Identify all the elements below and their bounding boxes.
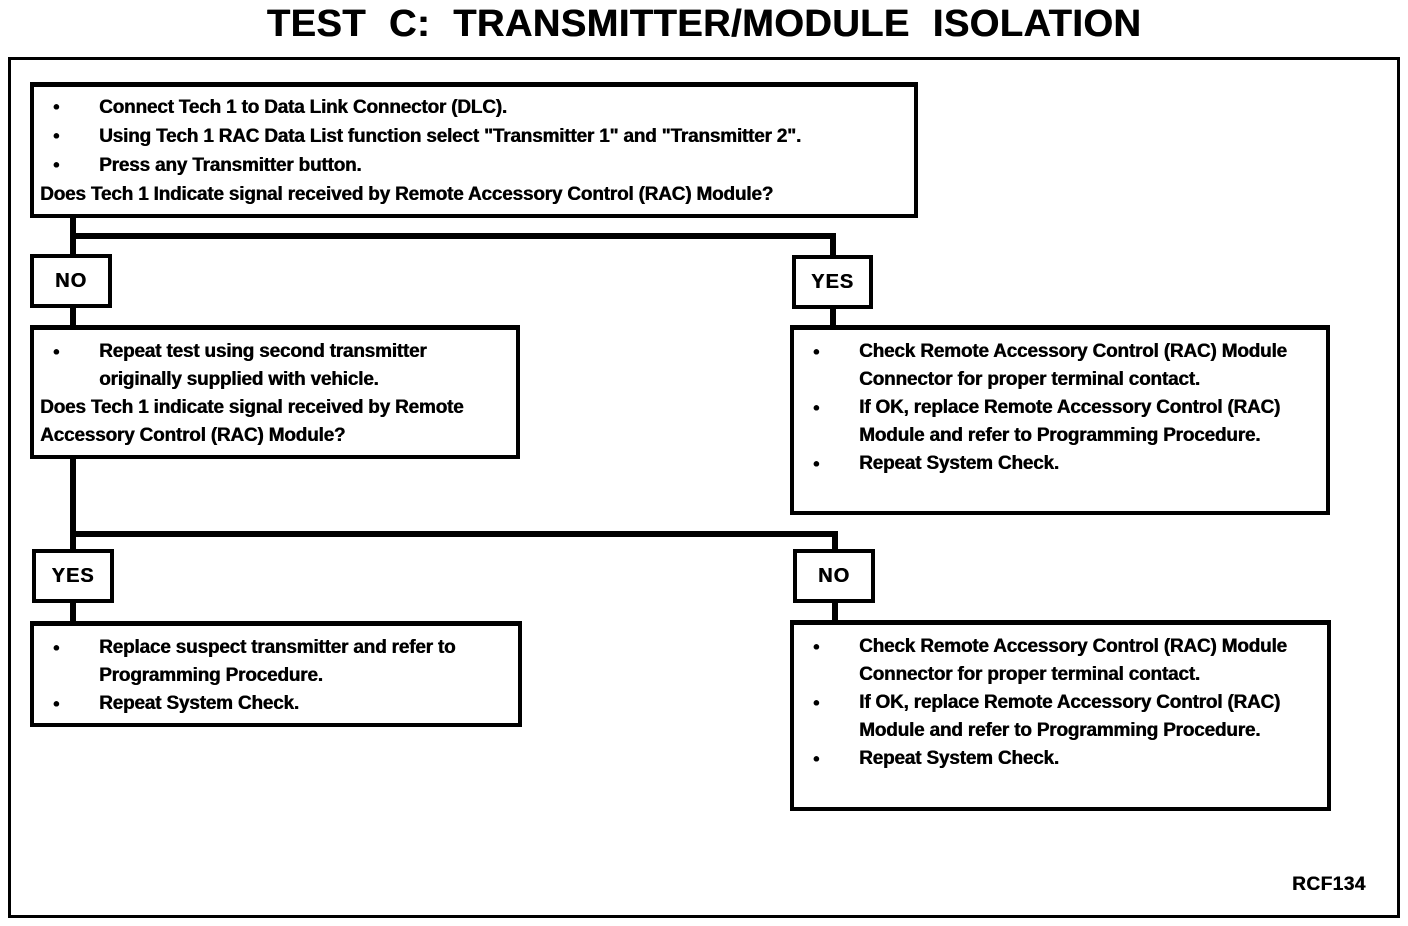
bullet-text: Repeat test using second transmitter ori… bbox=[99, 341, 427, 390]
connector-branch1-yes-down bbox=[830, 233, 836, 259]
bullet-text: Repeat System Check. bbox=[859, 748, 1059, 769]
bullet-item: Repeat System Check. bbox=[798, 745, 1307, 773]
bullet-item: Replace suspect transmitter and refer to… bbox=[38, 634, 508, 690]
decision-yes-1-label: YES bbox=[810, 270, 855, 293]
bullet-text: If OK, replace Remote Accessory Control … bbox=[859, 692, 1281, 741]
page-title: TEST C: TRANSMITTER/MODULE ISOLATION bbox=[266, 3, 1142, 45]
bullet-text: Check Remote Accessory Control (RAC) Mod… bbox=[859, 341, 1287, 390]
decision-no-2: NO bbox=[793, 549, 875, 603]
decision-no-2-label: NO bbox=[818, 564, 850, 587]
bullet-text: Replace suspect transmitter and refer to… bbox=[99, 637, 456, 686]
rac-check-yes-box: Check Remote Accessory Control (RAC) Mod… bbox=[790, 325, 1330, 515]
bullet-item: If OK, replace Remote Accessory Control … bbox=[798, 394, 1306, 450]
bullet-item: Using Tech 1 RAC Data List function sele… bbox=[38, 122, 912, 151]
bullet-text: Check Remote Accessory Control (RAC) Mod… bbox=[859, 636, 1287, 685]
repeat-test-bullets: Repeat test using second transmitter ori… bbox=[38, 338, 506, 394]
figure-code: RCF134 bbox=[1292, 874, 1366, 895]
decision-no-1: NO bbox=[30, 254, 112, 308]
start-box: Connect Tech 1 to Data Link Connector (D… bbox=[30, 82, 918, 218]
connector-branch2-horizontal bbox=[70, 531, 838, 537]
replace-transmitter-box: Replace suspect transmitter and refer to… bbox=[30, 621, 522, 727]
connector-no2-to-box bbox=[832, 600, 838, 623]
start-question: Does Tech 1 Indicate signal received by … bbox=[40, 184, 773, 205]
decision-no-1-label: NO bbox=[55, 269, 87, 292]
flowchart-frame bbox=[8, 57, 1400, 918]
connector-yes2-to-box bbox=[70, 600, 76, 624]
repeat-test-question: Does Tech 1 indicate signal received by … bbox=[40, 397, 464, 446]
rac-check-no-box: Check Remote Accessory Control (RAC) Mod… bbox=[790, 620, 1331, 811]
bullet-item: If OK, replace Remote Accessory Control … bbox=[798, 689, 1307, 745]
bullet-text: Connect Tech 1 to Data Link Connector (D… bbox=[99, 97, 507, 118]
bullet-text: Press any Transmitter button. bbox=[99, 155, 362, 176]
bullet-item: Press any Transmitter button. bbox=[38, 151, 912, 180]
bullet-text: If OK, replace Remote Accessory Control … bbox=[859, 397, 1281, 446]
rac-check-no-bullets: Check Remote Accessory Control (RAC) Mod… bbox=[798, 633, 1307, 773]
start-bullets: Connect Tech 1 to Data Link Connector (D… bbox=[38, 93, 912, 180]
bullet-text: Repeat System Check. bbox=[859, 453, 1059, 474]
bullet-item: Connect Tech 1 to Data Link Connector (D… bbox=[38, 93, 912, 122]
connector-repeat-test-down bbox=[70, 457, 76, 552]
bullet-item: Repeat System Check. bbox=[38, 690, 508, 718]
bullet-item: Check Remote Accessory Control (RAC) Mod… bbox=[798, 633, 1307, 689]
bullet-text: Using Tech 1 RAC Data List function sele… bbox=[99, 126, 801, 147]
decision-yes-2-label: YES bbox=[51, 564, 95, 587]
rac-check-yes-bullets: Check Remote Accessory Control (RAC) Mod… bbox=[798, 338, 1306, 478]
bullet-item: Repeat System Check. bbox=[798, 450, 1306, 478]
bullet-item: Check Remote Accessory Control (RAC) Mod… bbox=[798, 338, 1306, 394]
replace-transmitter-bullets: Replace suspect transmitter and refer to… bbox=[38, 634, 508, 718]
connector-branch1-horizontal bbox=[70, 233, 836, 239]
repeat-test-box: Repeat test using second transmitter ori… bbox=[30, 325, 520, 459]
decision-yes-2: YES bbox=[32, 549, 114, 603]
bullet-item: Repeat test using second transmitter ori… bbox=[38, 338, 506, 394]
connector-no1-to-box bbox=[70, 305, 76, 329]
connector-branch2-no-down bbox=[832, 531, 838, 553]
bullet-text: Repeat System Check. bbox=[99, 693, 299, 714]
decision-yes-1: YES bbox=[792, 255, 873, 309]
connector-yes1-to-box bbox=[830, 306, 836, 329]
